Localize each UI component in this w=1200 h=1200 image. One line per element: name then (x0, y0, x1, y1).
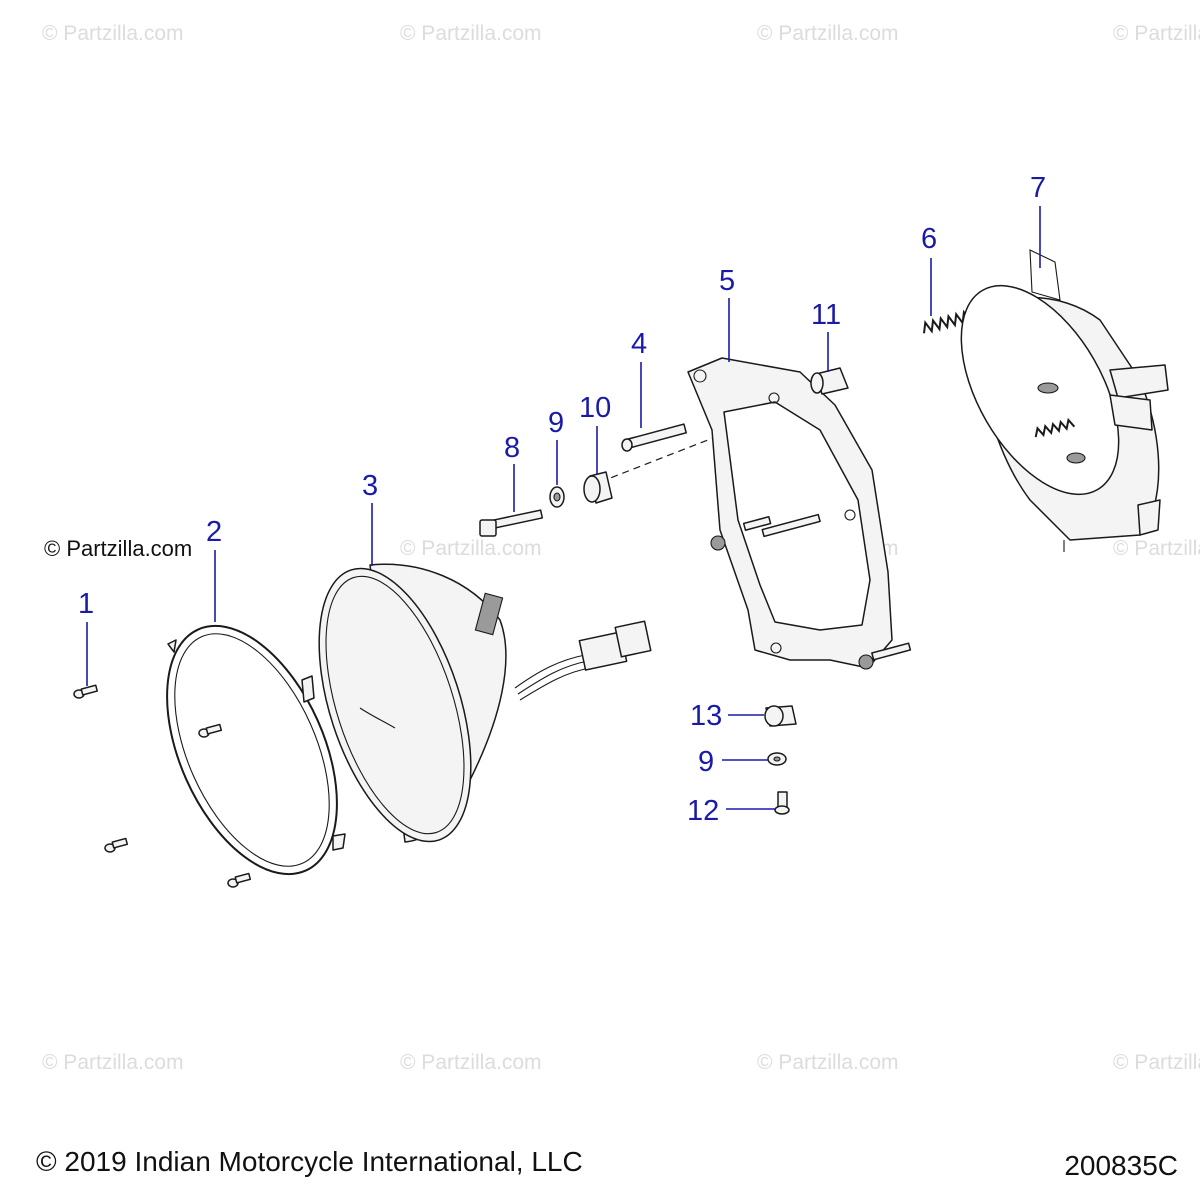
watermark: © Partzilla.com (1113, 22, 1200, 45)
part-12-screw[interactable] (774, 791, 790, 815)
watermark: © Partzilla.com (757, 1051, 899, 1074)
ring-screw[interactable] (104, 837, 129, 853)
part-11-bushing[interactable] (810, 367, 849, 395)
leader-lines (86, 206, 1041, 810)
callout-9-upper: 9 (548, 407, 564, 439)
callout-13: 13 (690, 700, 722, 732)
part-7-housing[interactable] (929, 249, 1169, 552)
callout-2: 2 (206, 516, 222, 548)
callouts: 1 2 3 4 5 6 7 8 9 10 11 13 9 12 (78, 172, 1046, 827)
copyright-notice: © 2019 Indian Motorcycle International, … (36, 1146, 583, 1177)
watermark: © Partzilla.com (400, 1051, 542, 1074)
drawing-number: 200835C (1064, 1150, 1178, 1181)
watermark: © Partzilla.com (400, 537, 542, 560)
part-3-headlamp[interactable] (289, 550, 652, 860)
callout-12: 12 (687, 795, 719, 827)
partzilla-credit: © Partzilla.com (44, 536, 193, 561)
part-1-screw[interactable] (73, 684, 99, 699)
watermark: © Partzilla.com (42, 22, 184, 45)
part-5-bracket[interactable] (687, 357, 912, 670)
part-9-washer-upper[interactable] (549, 486, 565, 508)
part-8-bolt[interactable] (479, 509, 544, 537)
ring-screw[interactable] (198, 723, 223, 738)
watermark: © Partzilla.com (400, 22, 542, 45)
part-10-grommet[interactable] (583, 471, 613, 504)
watermark: © Partzilla.com (42, 1051, 184, 1074)
callout-10: 10 (579, 392, 611, 424)
watermarks: © Partzilla.com © Partzilla.com © Partzi… (42, 22, 1200, 1074)
ring-screw[interactable] (227, 872, 252, 888)
callout-11: 11 (811, 299, 841, 331)
watermark: © Partzilla.com (757, 22, 899, 45)
callout-3: 3 (362, 470, 378, 502)
callout-4: 4 (631, 328, 647, 360)
callout-1: 1 (78, 588, 94, 620)
callout-5: 5 (719, 265, 735, 297)
part-9-washer-lower[interactable] (767, 752, 787, 766)
callout-8: 8 (504, 432, 520, 464)
part-4-pin[interactable] (621, 423, 687, 452)
callout-9-lower: 9 (698, 746, 714, 778)
part-2-trim-ring[interactable] (104, 600, 371, 900)
callout-7: 7 (1030, 172, 1046, 204)
callout-6: 6 (921, 223, 937, 255)
part-13-grommet[interactable] (764, 705, 797, 727)
watermark: © Partzilla.com (1113, 1051, 1200, 1074)
watermark: © Partzilla.com (1113, 537, 1200, 560)
